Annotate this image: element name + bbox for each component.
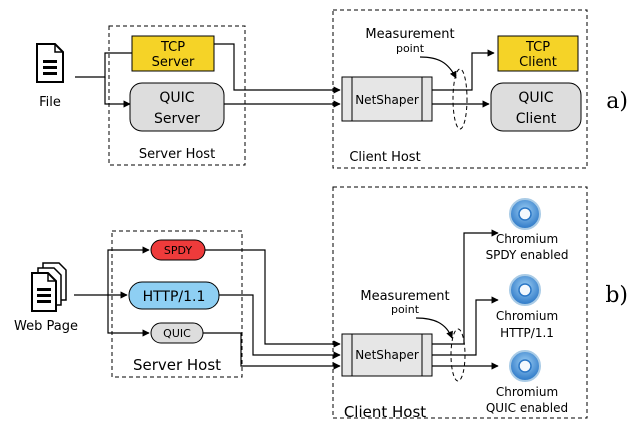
wire-netshaper-to-chromium-http <box>432 296 499 356</box>
chromium-icon <box>509 198 541 230</box>
chromium-icon <box>509 350 541 382</box>
netshaper-label-a: NetShaper <box>355 93 419 107</box>
measurement-label-a-1: Measurement <box>365 27 454 42</box>
netshaper-box-a <box>341 76 433 122</box>
spdy-label: SPDY <box>164 244 192 257</box>
wire-file-to-servers <box>75 52 132 78</box>
quic-server-label-1: QUIC <box>159 90 194 106</box>
chromium-quic-label-2: QUIC enabled <box>486 401 568 415</box>
http-label: HTTP/1.1 <box>143 289 206 305</box>
client-host-box-a <box>332 9 588 169</box>
quic-client-box <box>490 82 582 132</box>
web-page-icon <box>31 262 67 312</box>
quic-client-label-2: Client <box>516 111 557 127</box>
tcp-server-box <box>131 35 215 72</box>
measurement-label-a-2: point <box>396 42 425 55</box>
netshaper-box-b <box>341 333 433 377</box>
quic-label-b: QUIC <box>163 327 191 340</box>
chromium-quic-label-1: Chromium <box>496 385 558 399</box>
server-host-label-b: Server Host <box>133 356 221 374</box>
wire-tcp-to-netshaper <box>214 43 341 94</box>
wire-netshaper-to-tcp-client <box>432 49 495 91</box>
wire-webpage-to-quic <box>107 295 150 337</box>
tcp-client-label-1: TCP <box>525 40 550 55</box>
server-host-box-a <box>108 25 246 166</box>
chromium-spdy-label-2: SPDY enabled <box>486 248 569 262</box>
tcp-server-label-1: TCP <box>160 40 185 55</box>
netshaper-label-b: NetShaper <box>355 348 419 362</box>
file-label: File <box>39 95 61 110</box>
wire-file-to-quic <box>104 77 131 108</box>
file-icon <box>36 43 64 83</box>
panel-b: Web Page Server Host SPDY HTTP/1.1 QUIC … <box>14 186 628 421</box>
wire-http-to-netshaper <box>219 294 341 359</box>
panel-a: File Server Host TCP Server QUIC Server … <box>36 9 628 169</box>
measurement-pointer-a <box>419 56 457 79</box>
measurement-pointer-b <box>415 317 453 339</box>
measurement-point-a <box>452 68 468 130</box>
client-host-box-b <box>332 186 588 419</box>
tcp-client-label-2: Client <box>519 55 557 70</box>
panel-b-label: b) <box>605 283 628 308</box>
wire-webpage-to-spdy <box>107 246 150 295</box>
server-host-label-a: Server Host <box>139 147 215 162</box>
tcp-server-label-2: Server <box>152 55 195 70</box>
chromium-http-label-2: HTTP/1.1 <box>500 326 554 340</box>
quic-client-label-1: QUIC <box>518 90 553 106</box>
panel-a-label: a) <box>606 89 628 114</box>
measurement-label-b-2: point <box>391 303 420 316</box>
web-page-label: Web Page <box>14 319 78 334</box>
wire-quic-to-netshaper <box>203 332 341 370</box>
wire-netshaper-to-chromium-spdy <box>432 229 499 345</box>
client-host-label-a: Client Host <box>349 150 420 165</box>
measurement-label-b-1: Measurement <box>360 289 449 304</box>
wire-spdy-to-netshaper <box>205 249 341 348</box>
chromium-icon <box>509 274 541 306</box>
chromium-http-label-1: Chromium <box>496 309 558 323</box>
quic-server-label-2: Server <box>154 111 200 127</box>
client-host-label-b: Client Host <box>344 403 426 421</box>
server-host-box-b <box>111 230 243 378</box>
chromium-spdy-label-1: Chromium <box>496 232 558 246</box>
tcp-client-box <box>497 35 579 72</box>
